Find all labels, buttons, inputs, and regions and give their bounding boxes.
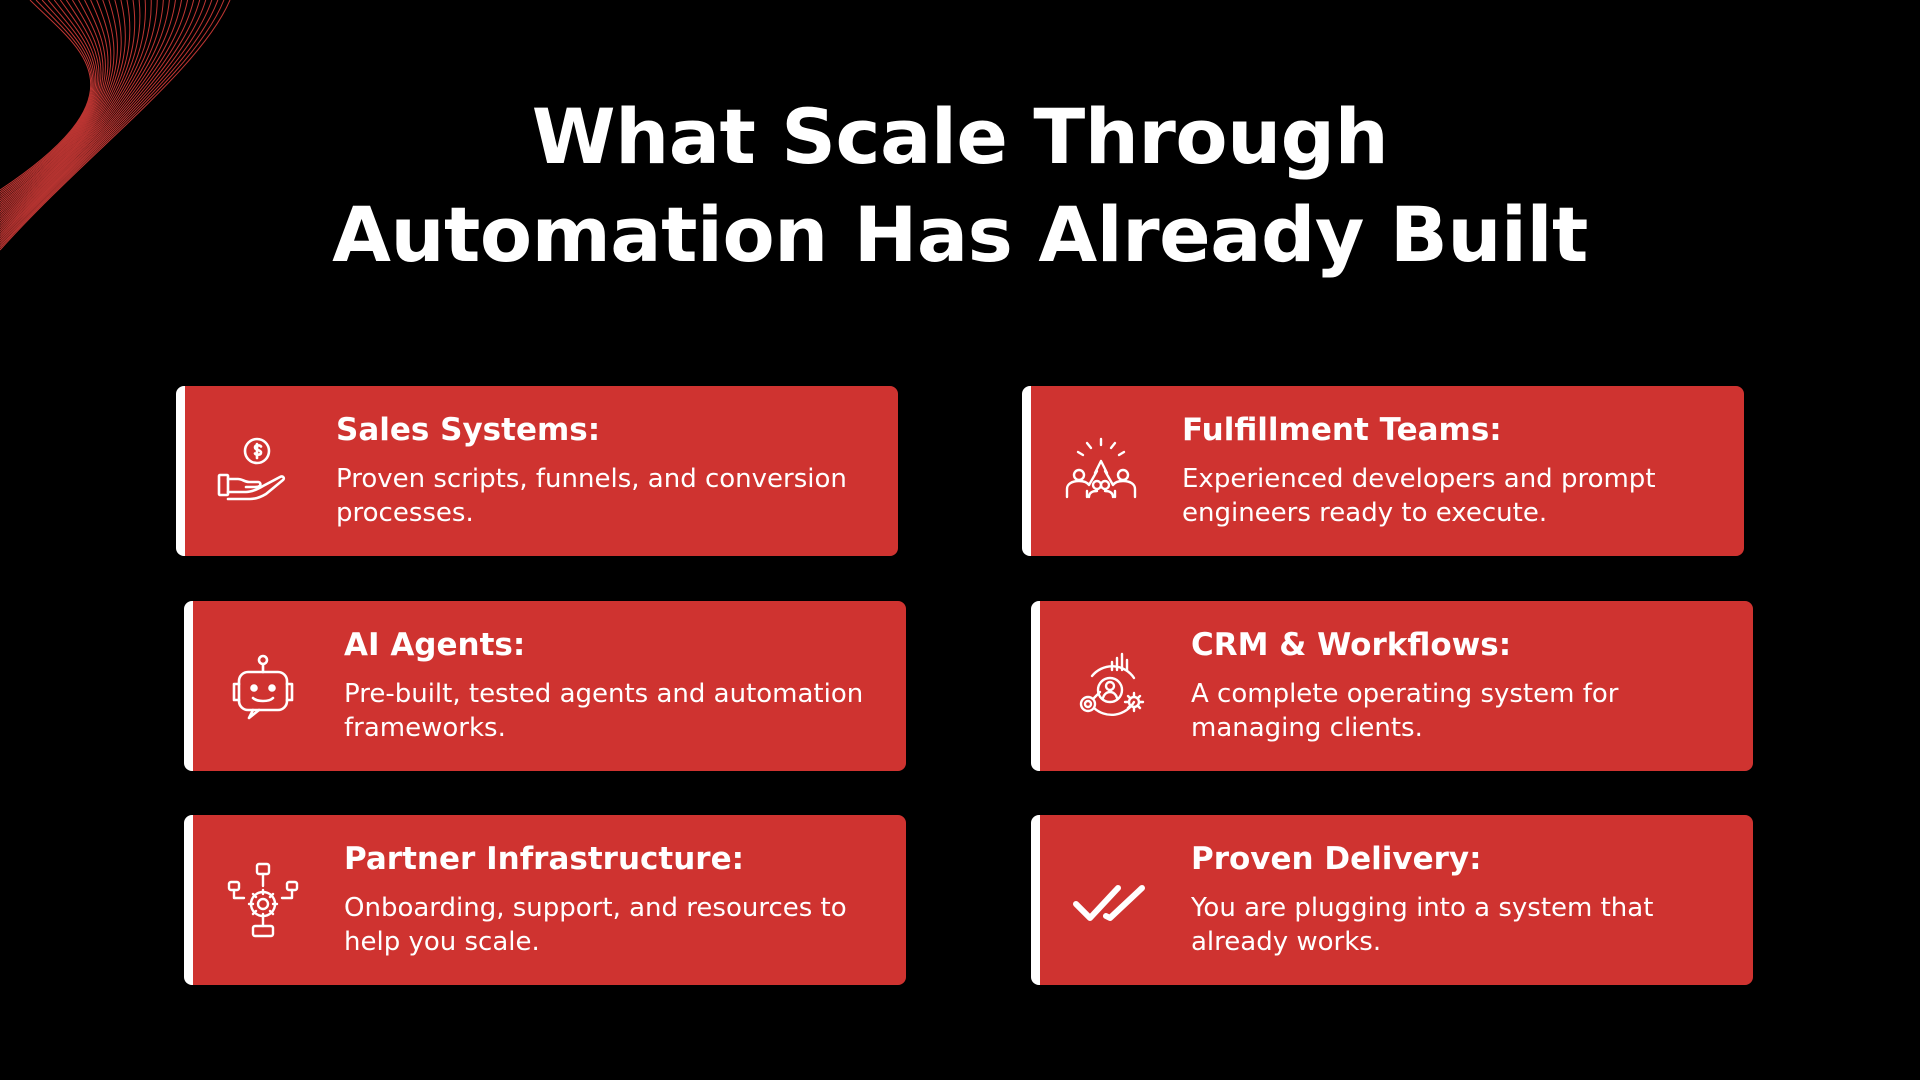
wave-line (0, 0, 109, 209)
wave-line (0, 0, 170, 233)
card-description: Proven scripts, funnels, and conversion … (336, 464, 847, 528)
card-description: Pre-built, tested agents and automation … (344, 679, 864, 743)
wave-line (0, 0, 207, 244)
wave-line (0, 0, 176, 235)
card-ai-agents: AI Agents: Pre-built, tested agents and … (184, 601, 906, 771)
wave-line (0, 0, 95, 196)
card-description: A complete operating system for managing… (1191, 679, 1619, 743)
card-heading: Partner Infrastructure: (344, 841, 744, 877)
wave-line (0, 0, 201, 242)
wave-line (0, 0, 231, 251)
wave-line (0, 0, 158, 229)
card-description: You are plugging into a system that alre… (1191, 893, 1654, 957)
card-fulfillment-teams: Fulfillment Teams: Experienced developer… (1022, 386, 1744, 556)
card-heading: Fulfillment Teams: (1182, 412, 1502, 448)
wave-line (0, 0, 106, 207)
wave-line (0, 0, 100, 202)
wave-line (0, 0, 136, 222)
card-heading: Proven Delivery: (1191, 841, 1482, 877)
wave-line (0, 0, 97, 198)
crm-user-gear-icon (1068, 646, 1152, 730)
wave-line (0, 0, 118, 215)
wave-line (0, 0, 93, 193)
card-description: Experienced developers and prompt engine… (1182, 464, 1656, 528)
wave-line (0, 0, 98, 200)
wave-line (0, 0, 126, 218)
card-description: Onboarding, support, and resources to he… (344, 893, 847, 957)
wave-line (0, 0, 146, 225)
wave-line (0, 0, 112, 211)
card-partner-infrastructure: Partner Infrastructure: Onboarding, supp… (184, 815, 906, 985)
wave-line (0, 0, 189, 238)
wave-line (0, 0, 102, 204)
decorative-wave (0, 0, 231, 251)
card-heading: Sales Systems: (336, 412, 601, 448)
wave-line (0, 0, 152, 227)
team-high-five-icon (1059, 431, 1143, 515)
wave-line (0, 0, 183, 236)
wave-line (0, 0, 92, 191)
wave-line (0, 0, 131, 220)
page-title: What Scale Through Automation Has Alread… (0, 88, 1920, 284)
card-proven-delivery: Proven Delivery: You are plugging into a… (1031, 815, 1753, 985)
card-crm-workflows: CRM & Workflows: A complete operating sy… (1031, 601, 1753, 771)
title-line-1: What Scale Through (531, 92, 1389, 181)
hand-coin-icon (213, 431, 297, 515)
title-line-2: Automation Has Already Built (332, 190, 1588, 279)
wave-line (0, 0, 94, 195)
card-heading: CRM & Workflows: (1191, 627, 1512, 663)
wave-line (0, 0, 164, 231)
wave-line (0, 0, 115, 213)
wave-line (0, 0, 141, 224)
wave-line (0, 0, 122, 216)
card-heading: AI Agents: (344, 627, 526, 663)
card-sales-systems: Sales Systems: Proven scripts, funnels, … (176, 386, 898, 556)
wave-line (0, 0, 104, 205)
network-gear-icon (221, 860, 305, 944)
robot-icon (221, 646, 305, 730)
wave-line (0, 0, 219, 247)
wave-line (0, 0, 213, 245)
double-check-icon (1068, 860, 1152, 944)
wave-line (0, 0, 195, 240)
wave-line (0, 0, 225, 249)
